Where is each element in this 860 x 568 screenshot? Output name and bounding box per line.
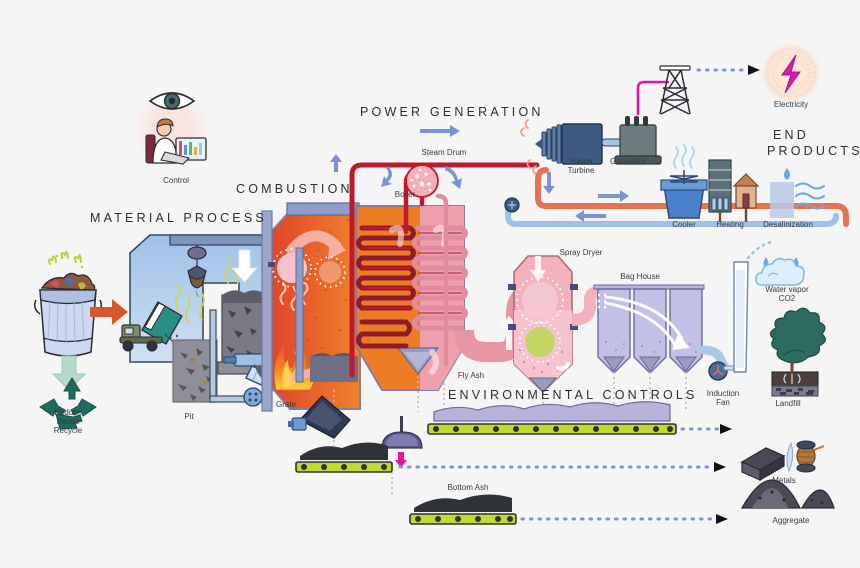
boiler-tubes-right bbox=[412, 225, 468, 331]
trash-can-icon bbox=[33, 251, 103, 357]
loop-flow-arrows bbox=[543, 172, 629, 222]
office-building-icon bbox=[708, 159, 732, 213]
desalinization-icon bbox=[770, 168, 825, 218]
valve-icon bbox=[504, 197, 520, 213]
section-title-end: END bbox=[773, 128, 809, 142]
label-boiler: Boiler bbox=[394, 190, 416, 199]
product-flow-arrows bbox=[398, 424, 732, 524]
bag-house bbox=[593, 284, 705, 374]
label-generator: Generator bbox=[609, 157, 647, 166]
label-induction-fan: Induction Fan bbox=[706, 389, 740, 408]
recycle-icon bbox=[39, 377, 97, 430]
section-title-combustion: COMBUSTION bbox=[236, 182, 353, 196]
metal-ingot-wire-spool-icon bbox=[740, 440, 825, 482]
label-heating: Heating bbox=[716, 220, 744, 229]
label-steam-turbine: Steam Turbine bbox=[567, 157, 595, 176]
feed-arrow-icon bbox=[90, 299, 128, 325]
label-bottom-ash: Bottom Ash bbox=[447, 483, 489, 492]
feed-hopper bbox=[209, 290, 273, 403]
section-title-power-generation: POWER GENERATION bbox=[360, 105, 544, 119]
generator-icon bbox=[614, 116, 662, 165]
bottom-ash-conveyor-lower bbox=[409, 494, 517, 525]
label-steam-drum: Steam Drum bbox=[421, 148, 467, 157]
label-bag-house: Bag House bbox=[620, 272, 660, 281]
magnet-separator-icon bbox=[381, 416, 423, 468]
label-spray-dryer: Spray Dryer bbox=[559, 248, 603, 257]
label-grate: Grate bbox=[275, 400, 296, 409]
boiler bbox=[310, 205, 468, 391]
operator-icon bbox=[145, 118, 207, 165]
label-fly-ash: Fly Ash bbox=[457, 371, 485, 380]
label-desalinization: Desalinization bbox=[763, 220, 813, 229]
cooling-unit-icon bbox=[660, 144, 708, 219]
control-icon-group bbox=[132, 90, 212, 170]
dump-truck-icon bbox=[119, 301, 191, 354]
transmission-tower-icon bbox=[659, 65, 691, 115]
stack-chimney bbox=[723, 240, 774, 373]
label-water-vapor-co2: Water vapor CO2 bbox=[765, 285, 809, 304]
spray-dryer bbox=[508, 255, 578, 394]
down-arrow-to-recycle bbox=[51, 355, 87, 391]
ash-extractor bbox=[288, 395, 351, 439]
electricity-flow-arrow bbox=[696, 65, 760, 75]
aggregate-gravel-pile-icon bbox=[740, 479, 835, 509]
eye-icon bbox=[148, 92, 196, 110]
label-metals: Metals bbox=[772, 476, 796, 485]
steam-drum-icon bbox=[405, 164, 439, 198]
steam-turbine-icon bbox=[520, 119, 623, 175]
crane-grapple-icon bbox=[187, 245, 207, 298]
label-electricity: Electricity bbox=[773, 100, 809, 109]
fly-ash-conveyor bbox=[427, 401, 677, 435]
label-control: Control bbox=[163, 176, 189, 185]
tree-landfill-icon bbox=[769, 307, 826, 397]
induction-fan-icon bbox=[708, 361, 728, 381]
section-title-products: PRODUCTS bbox=[767, 144, 860, 158]
section-title-environmental-controls: ENVIRONMENTAL CONTROLS bbox=[448, 388, 698, 402]
lightning-icon bbox=[757, 39, 825, 107]
bottom-ash-conveyor-upper bbox=[295, 442, 393, 473]
section-title-material-process: MATERIAL PROCESS bbox=[90, 211, 267, 225]
label-cooler: Cooler bbox=[672, 220, 696, 229]
label-pit: Pit bbox=[184, 412, 194, 421]
label-aggregate: Aggregate bbox=[772, 516, 810, 525]
cloud-icon bbox=[755, 257, 805, 286]
label-landfill: Landfill bbox=[775, 399, 801, 408]
flow-arrows-boiler bbox=[330, 125, 462, 189]
label-reduce-reuse-recycle: Reduce Reuse Recycle bbox=[53, 408, 83, 436]
